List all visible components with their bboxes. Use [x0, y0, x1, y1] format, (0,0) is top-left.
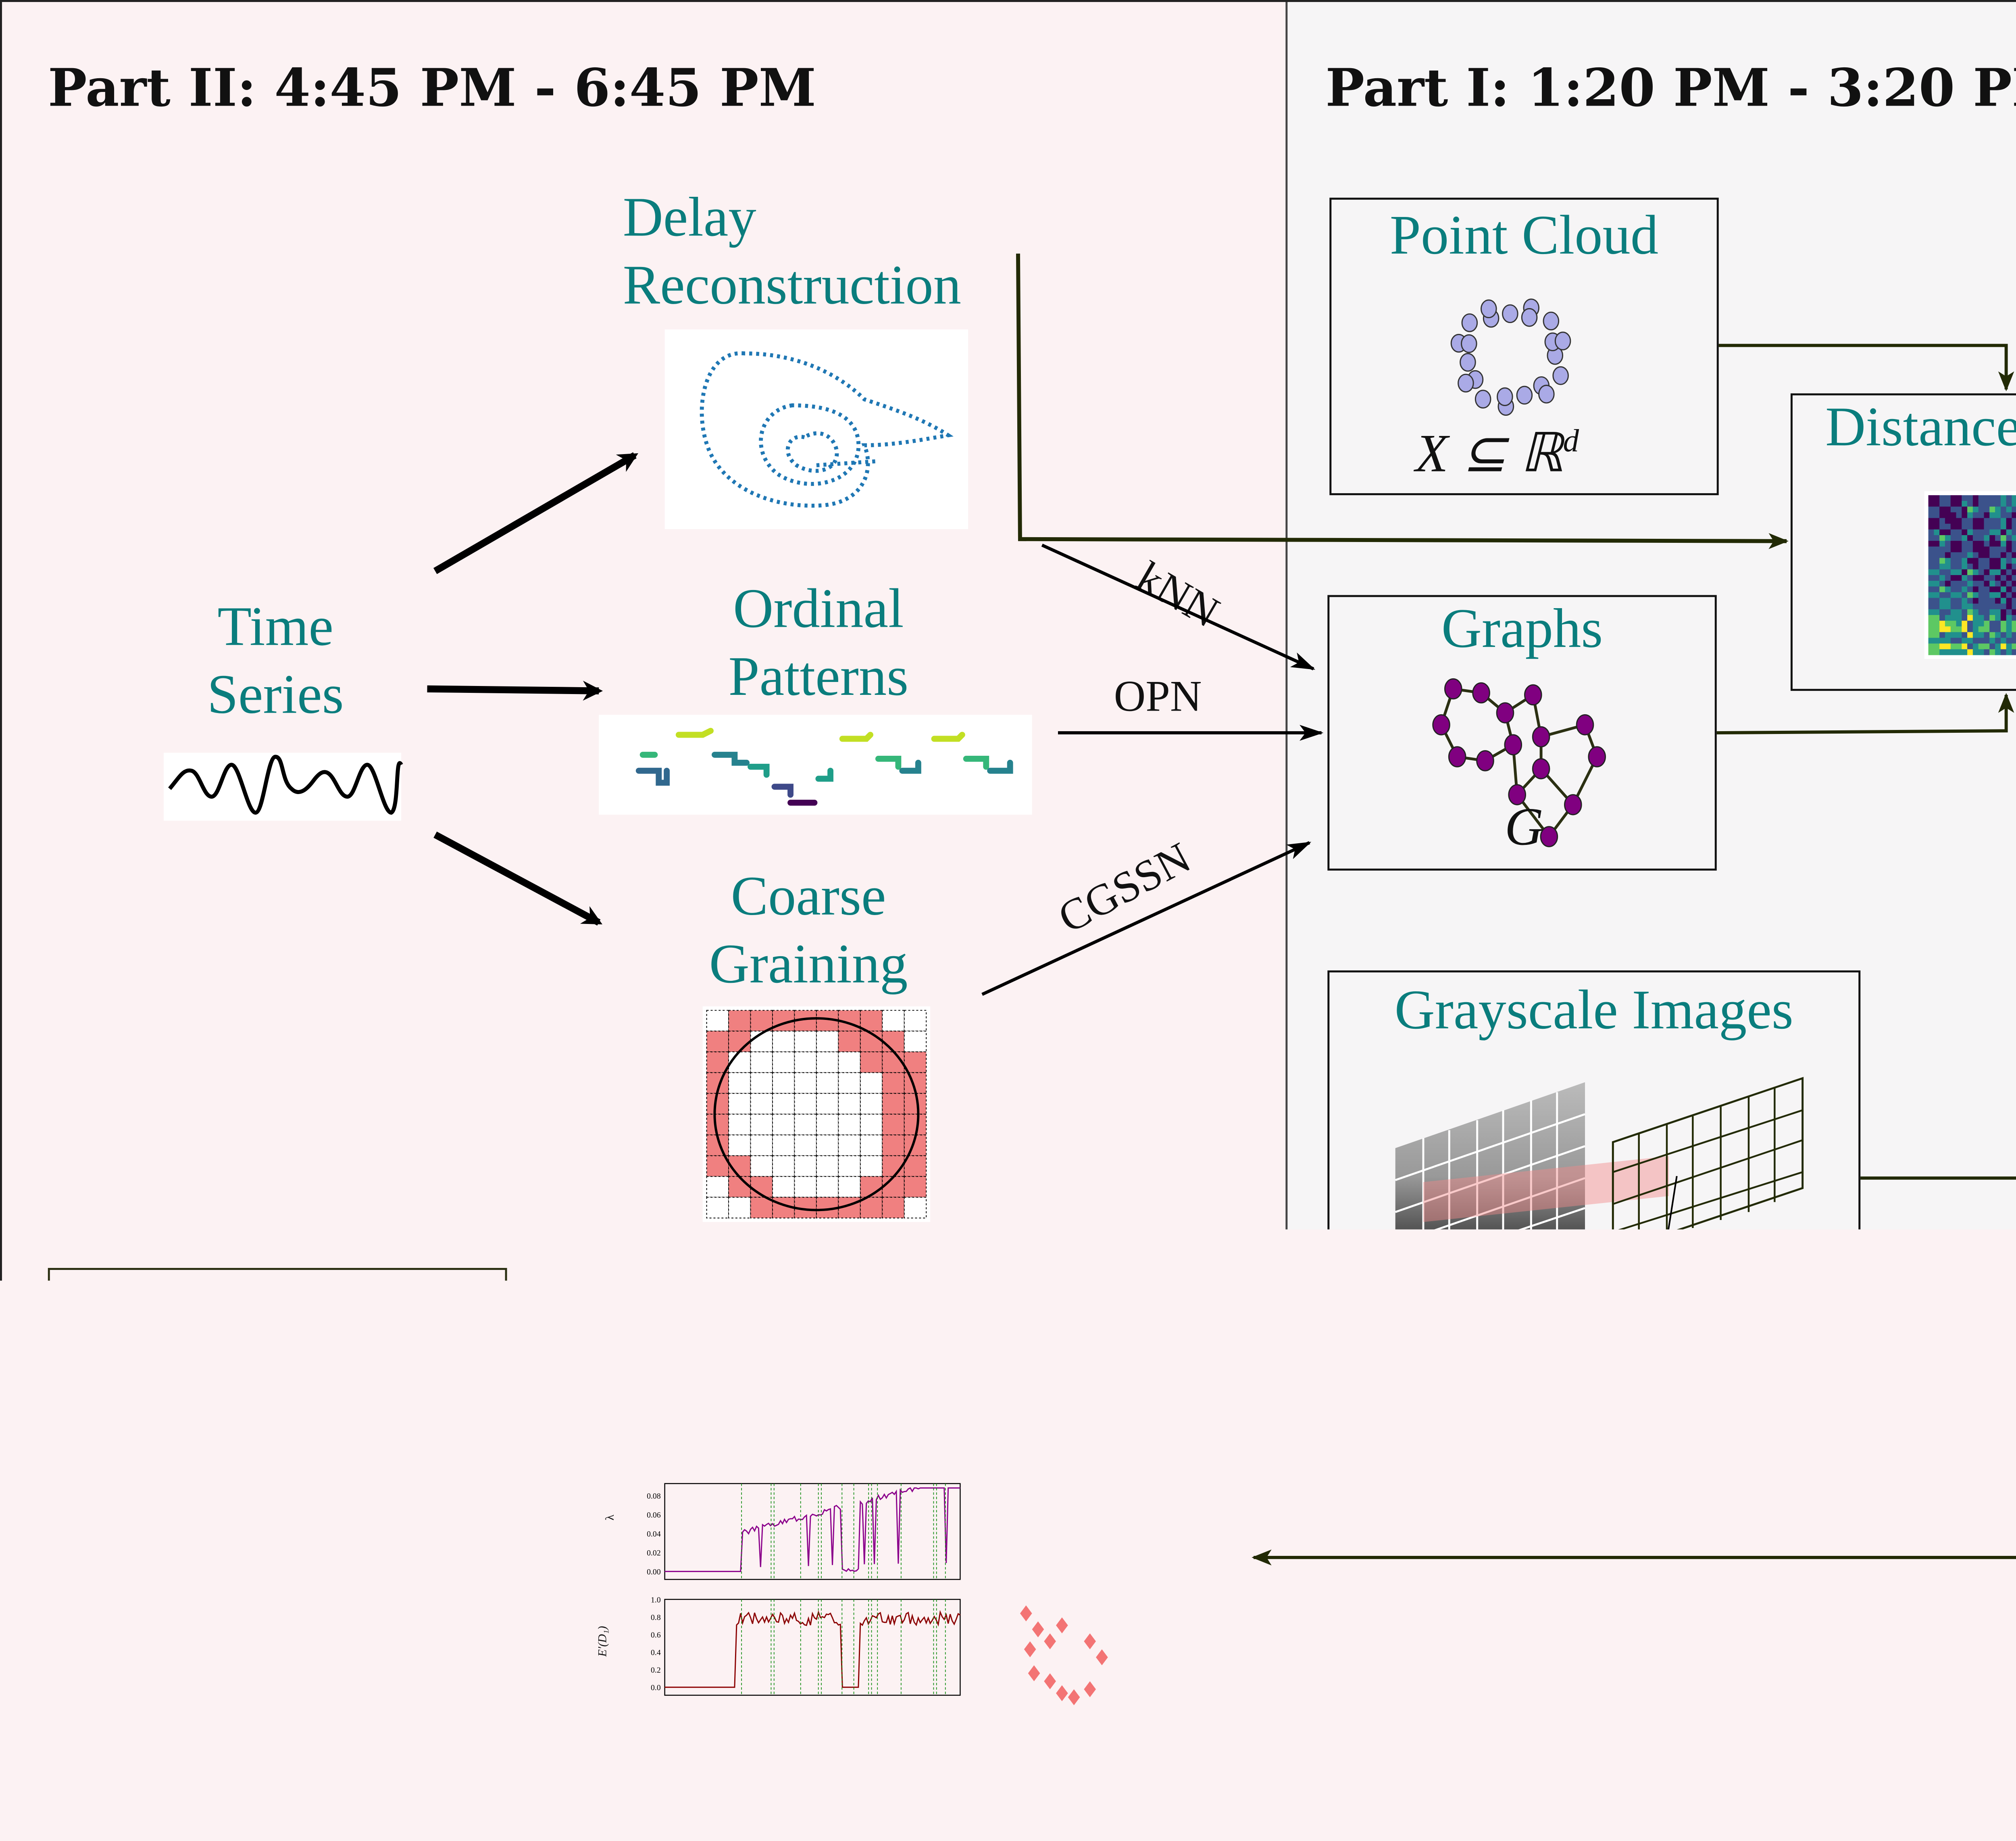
arrow-graphs-to-dm	[1717, 695, 2006, 733]
arrow-pointcloud-to-dm	[1719, 346, 2006, 390]
arrow-grayscale-to-filtration	[1860, 851, 2016, 1178]
arrow-knn	[1042, 545, 1313, 669]
arrow-delay-to-distance-matrix	[1018, 254, 1787, 541]
arrow-persistence-to-state-id	[1254, 1001, 2016, 1557]
arrow-persistence-to-p-bifurcations	[275, 1557, 2016, 1803]
arrow-cgssn	[982, 842, 1310, 994]
